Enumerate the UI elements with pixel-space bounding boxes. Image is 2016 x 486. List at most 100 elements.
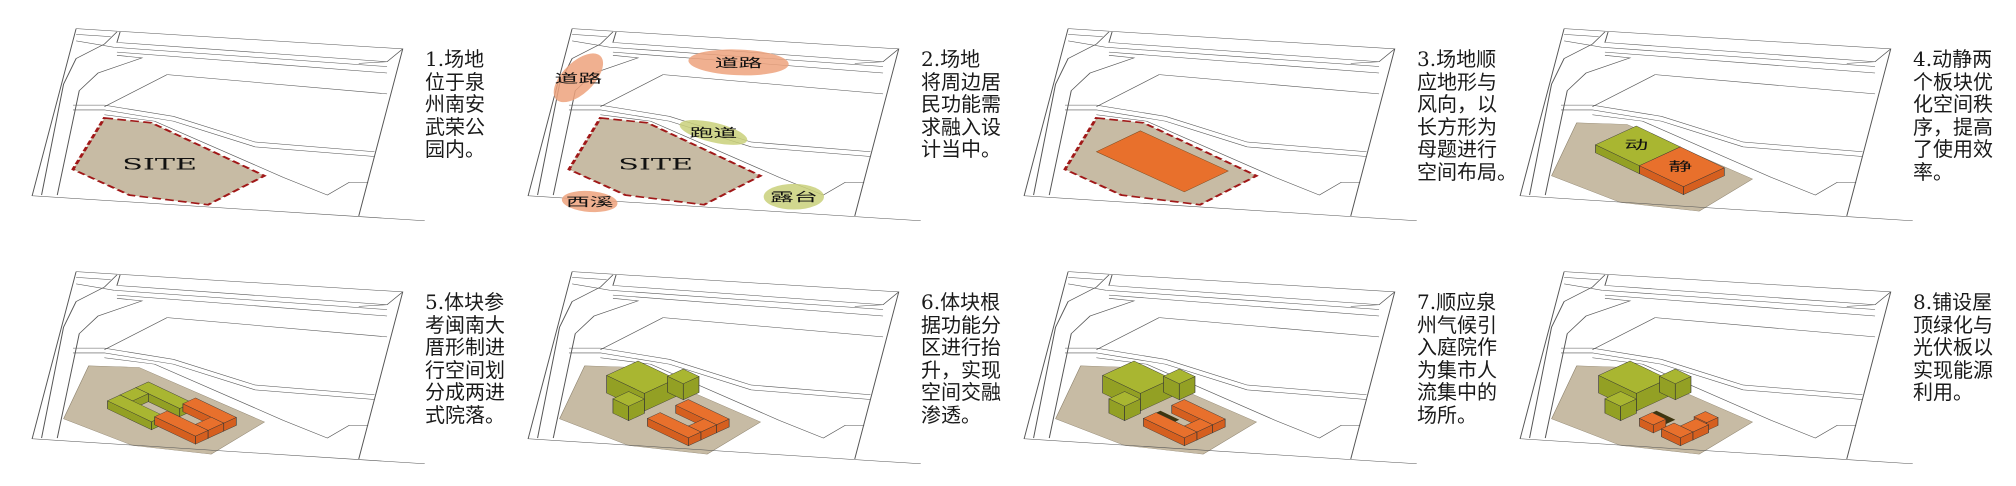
caption-line: 个板块优	[1913, 69, 1993, 94]
base-map-lines	[527, 271, 921, 465]
caption-line: 利用。	[1913, 380, 1973, 405]
site-map	[31, 271, 425, 465]
caption-line: 求融入设	[921, 114, 1001, 139]
block-top	[135, 381, 193, 409]
quiet-zone-label: 静	[1668, 159, 1692, 173]
block-top	[1598, 360, 1669, 394]
block-top	[1693, 411, 1719, 423]
quiet-block	[154, 410, 209, 445]
block-top	[1661, 422, 1694, 438]
caption-line: 为集市人	[1417, 357, 1497, 382]
caption-line: 入庭院作	[1417, 335, 1497, 360]
site-map	[1023, 28, 1417, 222]
site-map: SITE道路道路跑道西溪露台	[527, 28, 921, 222]
caption-line: 计当中。	[921, 137, 1001, 162]
caption-line: 5.体块参	[425, 290, 505, 314]
quiet-block	[647, 412, 702, 447]
caption-line: 州气候引	[1417, 312, 1497, 337]
base-map-lines	[527, 28, 921, 222]
tag-label-creek: 西溪	[566, 195, 614, 209]
step-caption: 3.场地顺应地形与风向，以长方形为母题进行空间布局。	[1417, 48, 1517, 184]
tag-label-road_left: 道路	[555, 71, 603, 85]
block-top	[1659, 368, 1692, 384]
caption-line: 渗透。	[921, 402, 981, 427]
tag-ellipse-road_top	[688, 49, 789, 76]
caption-line: 据功能分	[921, 312, 1001, 337]
rectangular-mass	[1095, 130, 1229, 193]
tag-label-terrace: 露台	[770, 190, 818, 204]
caption-line: 2.场地	[921, 47, 981, 71]
active-block	[1659, 368, 1692, 401]
step-caption: 4.动静两个板块优化空间秩序，提高了使用效率。	[1913, 48, 1993, 184]
site-label: SITE	[618, 155, 693, 173]
caption-line: 1.场地	[425, 47, 485, 71]
block-top	[1604, 391, 1637, 407]
base-map-lines	[31, 271, 425, 465]
site-boundary	[71, 117, 267, 206]
step-caption: 5.体块参考闽南大厝形制进行空间划分成两进式院落。	[425, 291, 505, 427]
caption-line: 化空间秩	[1913, 92, 1993, 117]
caption-line: 位于泉	[425, 69, 485, 94]
caption-line: 实现能源	[1913, 357, 1993, 382]
caption-line: 长方形为	[1417, 114, 1497, 139]
tag-ellipse-track	[679, 120, 748, 145]
site-map	[1519, 271, 1913, 465]
caption-line: 6.体块根	[921, 290, 1001, 314]
block-top	[1639, 412, 1667, 426]
caption-line: 分成两进	[425, 380, 505, 405]
block-top	[667, 368, 700, 384]
caption-line: 3.场地顺	[1417, 47, 1497, 71]
caption-line: 将周边居	[921, 69, 1001, 94]
block-top	[1102, 360, 1173, 394]
block-top	[1108, 391, 1141, 407]
step-panel-1: SITE 1.场地位于泉州南安武荣公园内。	[0, 0, 496, 243]
block-top	[647, 412, 702, 438]
site-area	[63, 365, 265, 455]
tag-ellipse-road_left	[553, 53, 604, 103]
caption-line: 8.铺设屋	[1913, 290, 1993, 314]
caption-line: 序，提高	[1913, 114, 1993, 139]
base-map-lines	[1023, 28, 1417, 222]
caption-line: 园内。	[425, 137, 485, 162]
step-caption: 1.场地位于泉州南安武荣公园内。	[425, 48, 485, 161]
step-caption: 2.场地将周边居民功能需求融入设计当中。	[921, 48, 1001, 161]
active-block	[667, 368, 700, 401]
caption-line: 了使用效	[1913, 137, 1993, 162]
caption-line: 风向，以	[1417, 92, 1497, 117]
step-caption: 7.顺应泉州气候引入庭院作为集市人流集中的场所。	[1417, 291, 1497, 427]
caption-line: 升，实现	[921, 357, 1001, 382]
active-block	[1604, 391, 1637, 422]
quiet-block	[1143, 412, 1198, 447]
caption-line: 空间布局。	[1417, 159, 1517, 184]
active-block	[612, 391, 645, 422]
base-map-lines	[31, 28, 425, 222]
tag-ellipse-creek	[561, 190, 618, 213]
tag-label-road_top: 道路	[715, 56, 763, 70]
caption-line: 光伏板以	[1913, 335, 1993, 360]
caption-line: 母题进行	[1417, 137, 1497, 162]
site-map	[527, 271, 921, 465]
base-map-lines	[1519, 28, 1913, 222]
caption-line: 民功能需	[921, 92, 1001, 117]
caption-line: 顶绿化与	[1913, 312, 1993, 337]
active-block	[1163, 368, 1196, 401]
block-top	[612, 391, 645, 407]
site-map	[1023, 271, 1417, 465]
step-panel-7: 7.顺应泉州气候引入庭院作为集市人流集中的场所。	[992, 243, 1497, 486]
block-top	[107, 394, 165, 422]
caption-line: 区进行抬	[921, 335, 1001, 360]
site-boundary	[567, 117, 763, 206]
step-caption: 8.铺设屋顶绿化与光伏板以实现能源利用。	[1913, 291, 1993, 404]
block-top	[1163, 368, 1196, 384]
base-map-lines	[1519, 271, 1913, 465]
caption-line: 考闽南大	[425, 312, 505, 337]
caption-line: 场所。	[1417, 402, 1477, 427]
tag-label-track: 跑道	[690, 126, 738, 140]
block-top	[1143, 412, 1198, 438]
block-top	[1639, 146, 1725, 187]
active-block	[1108, 391, 1141, 422]
caption-line: 4.动静两	[1913, 47, 1993, 71]
tag-ellipse-terrace	[763, 183, 824, 210]
site-label: SITE	[122, 155, 197, 173]
